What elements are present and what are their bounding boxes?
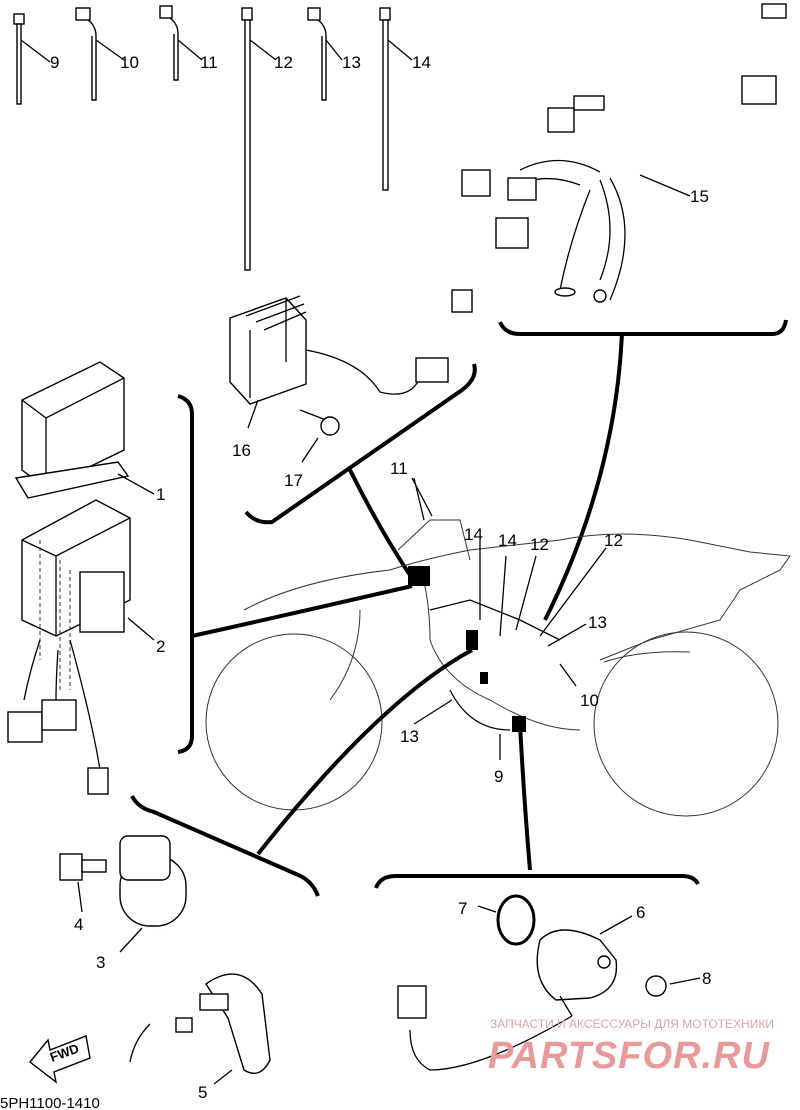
callout-10-tie: 10 (120, 53, 139, 72)
cable-tie-14 (379, 7, 413, 191)
part-code: 5PH1100-1410 (0, 1095, 100, 1110)
forward-arrow-icon: FWD (29, 1035, 91, 1084)
callout-4: 4 (74, 915, 83, 934)
callout-10-bike: 10 (580, 691, 599, 710)
callout-14-tie: 14 (412, 53, 431, 72)
bolt-4 (59, 853, 107, 913)
callout-9-bike: 9 (494, 767, 503, 786)
callout-11-tie: 11 (200, 53, 218, 72)
callout-9-tie: 9 (50, 53, 59, 72)
callout-16: 16 (232, 441, 251, 460)
watermark-tagline: ЗАПЧАСТИ И АКСЕССУАРЫ ДЛЯ МОТОТЕХНИКИ (490, 1017, 774, 1031)
callout-13-tie: 13 (342, 53, 361, 72)
callout-1: 1 (156, 485, 165, 504)
callout-12-bike-a: 12 (530, 535, 549, 554)
rectifier-regulator (229, 295, 449, 429)
callout-12-bike-b: 12 (604, 531, 623, 550)
callout-14-bike-a: 14 (464, 525, 483, 544)
watermark-brand: PARTSFOR.RU (488, 1035, 770, 1077)
screw-8 (625, 968, 701, 997)
wire-harness (451, 3, 792, 313)
callout-8: 8 (702, 969, 711, 988)
callout-12-tie: 12 (274, 53, 293, 72)
motorcycle-outline (205, 477, 791, 817)
cable-tie-11 (159, 5, 203, 81)
o-ring (477, 894, 536, 946)
callout-7: 7 (458, 899, 467, 918)
spark-plug-cap (199, 973, 271, 1085)
callout-15: 15 (690, 187, 709, 206)
callout-14-bike-b: 14 (498, 531, 517, 550)
cable-tie-10 (75, 7, 125, 101)
cable-tie-13 (307, 7, 343, 101)
callout-11-bike: 11 (390, 459, 408, 478)
cable-tie-12 (241, 7, 277, 271)
callout-3: 3 (96, 953, 105, 972)
cdi-unit (14, 361, 130, 499)
callout-13-bike-b: 13 (400, 727, 419, 746)
cable-tie-9 (13, 13, 51, 105)
cdi-holder-band (7, 499, 131, 795)
bolt-17 (299, 409, 340, 463)
callout-17: 17 (284, 471, 303, 490)
ignition-coil (119, 835, 193, 1063)
neutral-switch (397, 915, 633, 1071)
callout-13-bike-a: 13 (588, 613, 607, 632)
callout-5: 5 (198, 1083, 207, 1102)
callout-2: 2 (156, 637, 165, 656)
callout-6: 6 (636, 903, 645, 922)
